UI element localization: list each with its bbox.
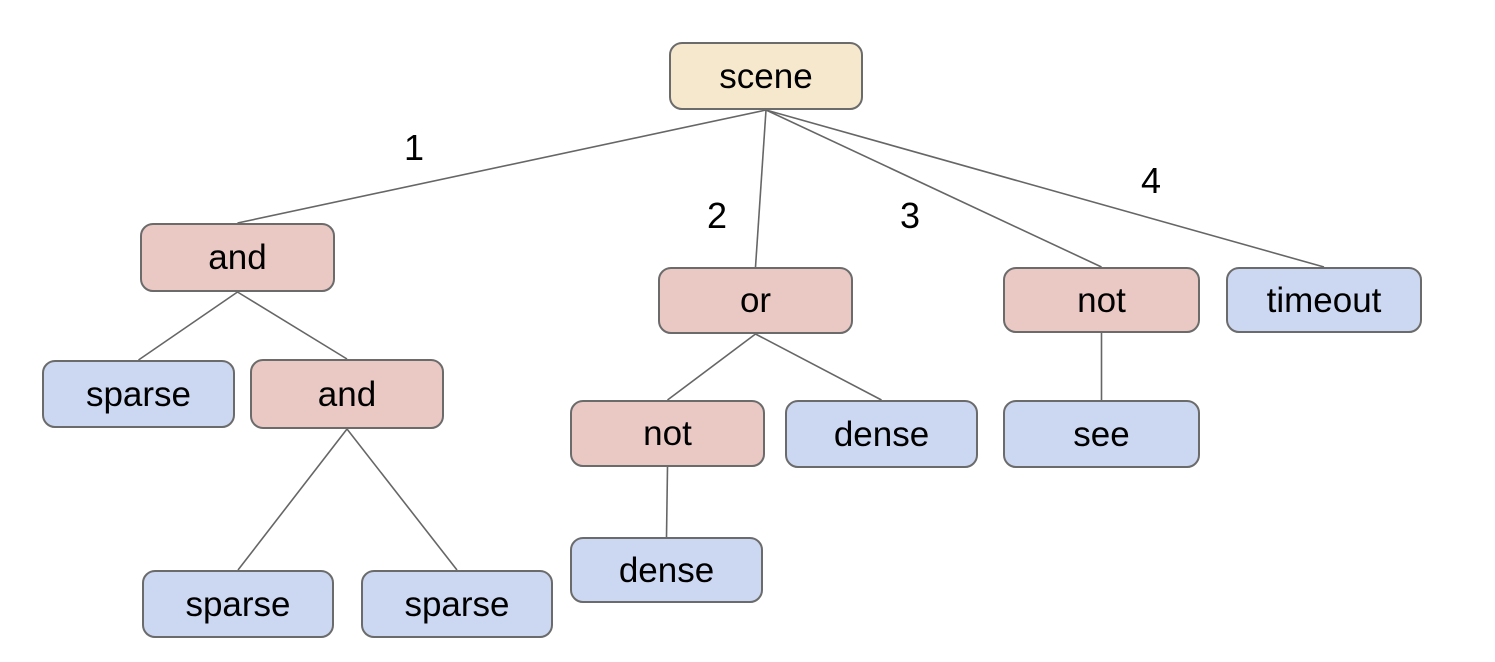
edge-or-1-to-not-2 [667, 333, 756, 401]
edge-and-1-to-sparse-1 [138, 291, 238, 361]
edge-not-2-to-dense-2 [665, 466, 669, 538]
node-see-1: see [1003, 400, 1200, 468]
node-or-1: or [658, 267, 853, 334]
edge-label-4: 4 [1140, 160, 1162, 201]
node-dense-1: dense [785, 400, 978, 468]
node-and-2: and [250, 359, 444, 429]
node-sparse-3: sparse [361, 570, 553, 638]
node-not-2: not [570, 400, 765, 467]
edge-and-2-to-sparse-3 [346, 428, 458, 571]
edge-label-3: 3 [899, 195, 921, 236]
edge-scene-to-and-1 [237, 109, 767, 224]
node-and-1: and [140, 223, 335, 292]
edge-label-1: 1 [403, 127, 425, 168]
edge-scene-to-not-1 [765, 109, 1102, 268]
node-sparse-1: sparse [42, 360, 235, 428]
edge-and-1-to-and-2 [237, 291, 348, 360]
edge-label-2: 2 [706, 195, 728, 236]
edge-and-2-to-sparse-2 [237, 428, 348, 571]
node-scene: scene [669, 42, 863, 110]
node-not-1: not [1003, 267, 1200, 333]
node-sparse-2: sparse [142, 570, 334, 638]
node-timeout-1: timeout [1226, 267, 1422, 333]
edge-scene-to-or-1 [754, 109, 767, 268]
node-dense-2: dense [570, 537, 763, 603]
edge-scene-to-timeout-1 [765, 109, 1325, 268]
edge-or-1-to-dense-1 [755, 333, 882, 401]
